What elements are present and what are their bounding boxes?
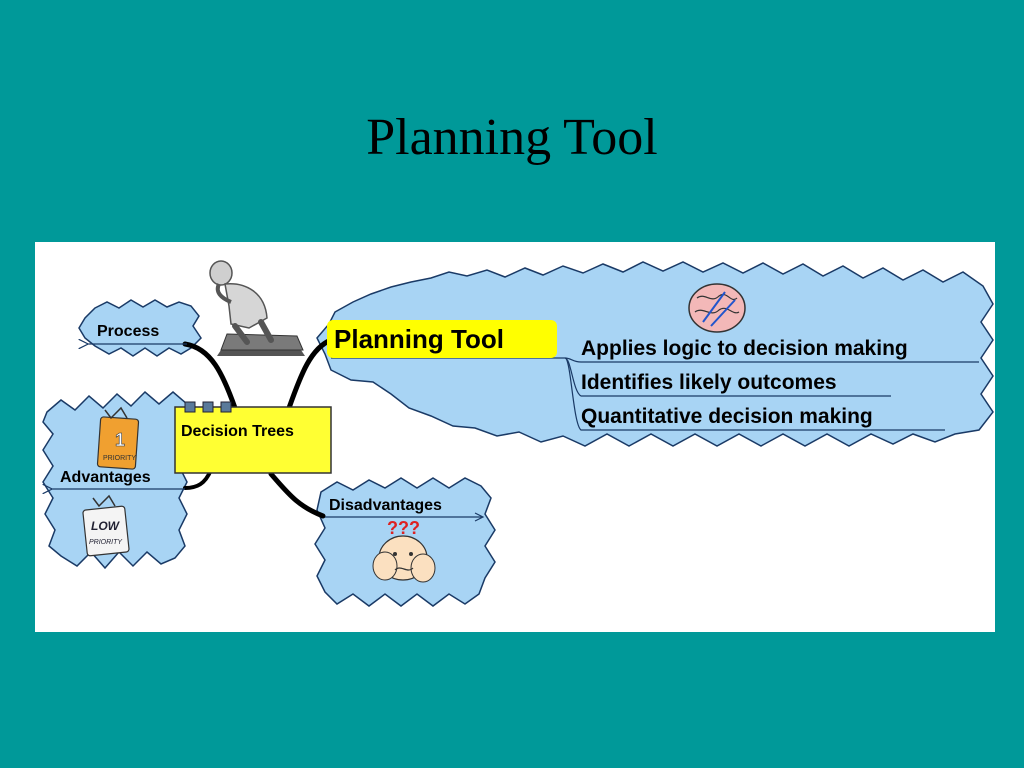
planning-item-1: Applies logic to decision making — [581, 337, 908, 360]
disadvantages-label: Disadvantages — [329, 497, 442, 514]
connector-disadvantages — [268, 471, 326, 519]
mind-map-drawing: 1 PRIORITY LOW PRIORITY ??? — [42, 260, 994, 607]
topic-marker-1 — [184, 401, 196, 413]
connector-process — [182, 341, 238, 411]
mind-map-canvas: 1 PRIORITY LOW PRIORITY ??? Process Adva… — [35, 242, 995, 632]
thinker-statue-icon — [209, 260, 305, 356]
planning-tool-label: Planning Tool — [334, 324, 504, 354]
question-marks-text: ??? — [387, 518, 420, 538]
connector-planning — [286, 337, 334, 411]
planning-tool-highlight — [327, 320, 557, 358]
branch-item-1 — [564, 357, 979, 363]
central-topic-box — [174, 406, 332, 474]
branch-item-3 — [564, 357, 945, 431]
planning-tool-cloud — [316, 261, 994, 447]
planning-item-3: Quantitative decision making — [581, 405, 873, 428]
topic-marker-2 — [202, 401, 214, 413]
advantages-cloud — [42, 390, 188, 570]
low-priority-word-text: PRIORITY — [89, 539, 123, 546]
topic-marker-3 — [220, 401, 232, 413]
slide-title: Planning Tool — [366, 109, 658, 166]
low-priority-sign-icon: LOW PRIORITY — [82, 494, 130, 557]
central-topic-label: Decision Trees — [181, 423, 294, 440]
low-word-text: LOW — [91, 519, 121, 533]
priority-number-text: 1 — [115, 430, 125, 450]
confused-face-icon: ??? — [372, 518, 436, 583]
priority-1-sign-icon: 1 PRIORITY — [96, 406, 140, 470]
priority-word-text: PRIORITY — [103, 455, 136, 462]
process-label: Process — [97, 323, 160, 340]
planning-item-2: Identifies likely outcomes — [581, 371, 837, 394]
advantages-label: Advantages — [60, 469, 151, 486]
brain-icon — [688, 283, 746, 333]
